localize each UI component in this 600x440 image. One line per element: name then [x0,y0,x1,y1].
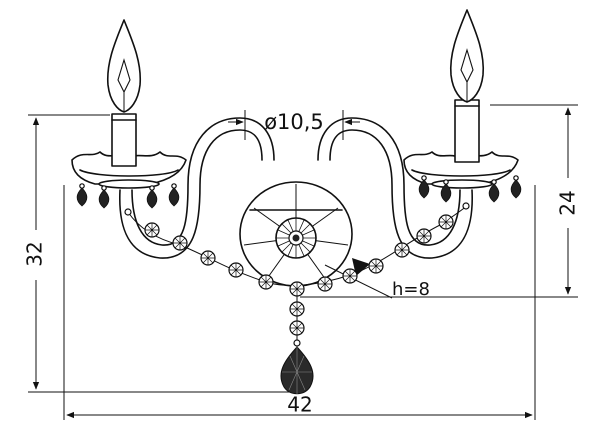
width-label: 42 [287,393,312,417]
dimension-depth: h=8 [324,258,430,300]
chandelier-arms [119,117,473,259]
dimension-width: 42 [63,185,536,420]
bead-garland [124,202,470,297]
dimension-diameter: ø10,5 [228,110,360,140]
center-rosette [275,217,317,259]
depth-label: h=8 [392,279,430,300]
dimension-height-total: 32 [22,114,290,393]
height-total-label: 32 [23,241,47,266]
right-candle-arm [403,9,522,203]
height-candle-label: 24 [556,190,580,215]
wall-backplate [239,181,353,287]
dimension-height-candle: 24 [300,104,583,298]
diameter-label: ø10,5 [264,110,324,134]
left-candle-arm [71,19,187,209]
hanging-pendant-crystal [280,296,314,395]
